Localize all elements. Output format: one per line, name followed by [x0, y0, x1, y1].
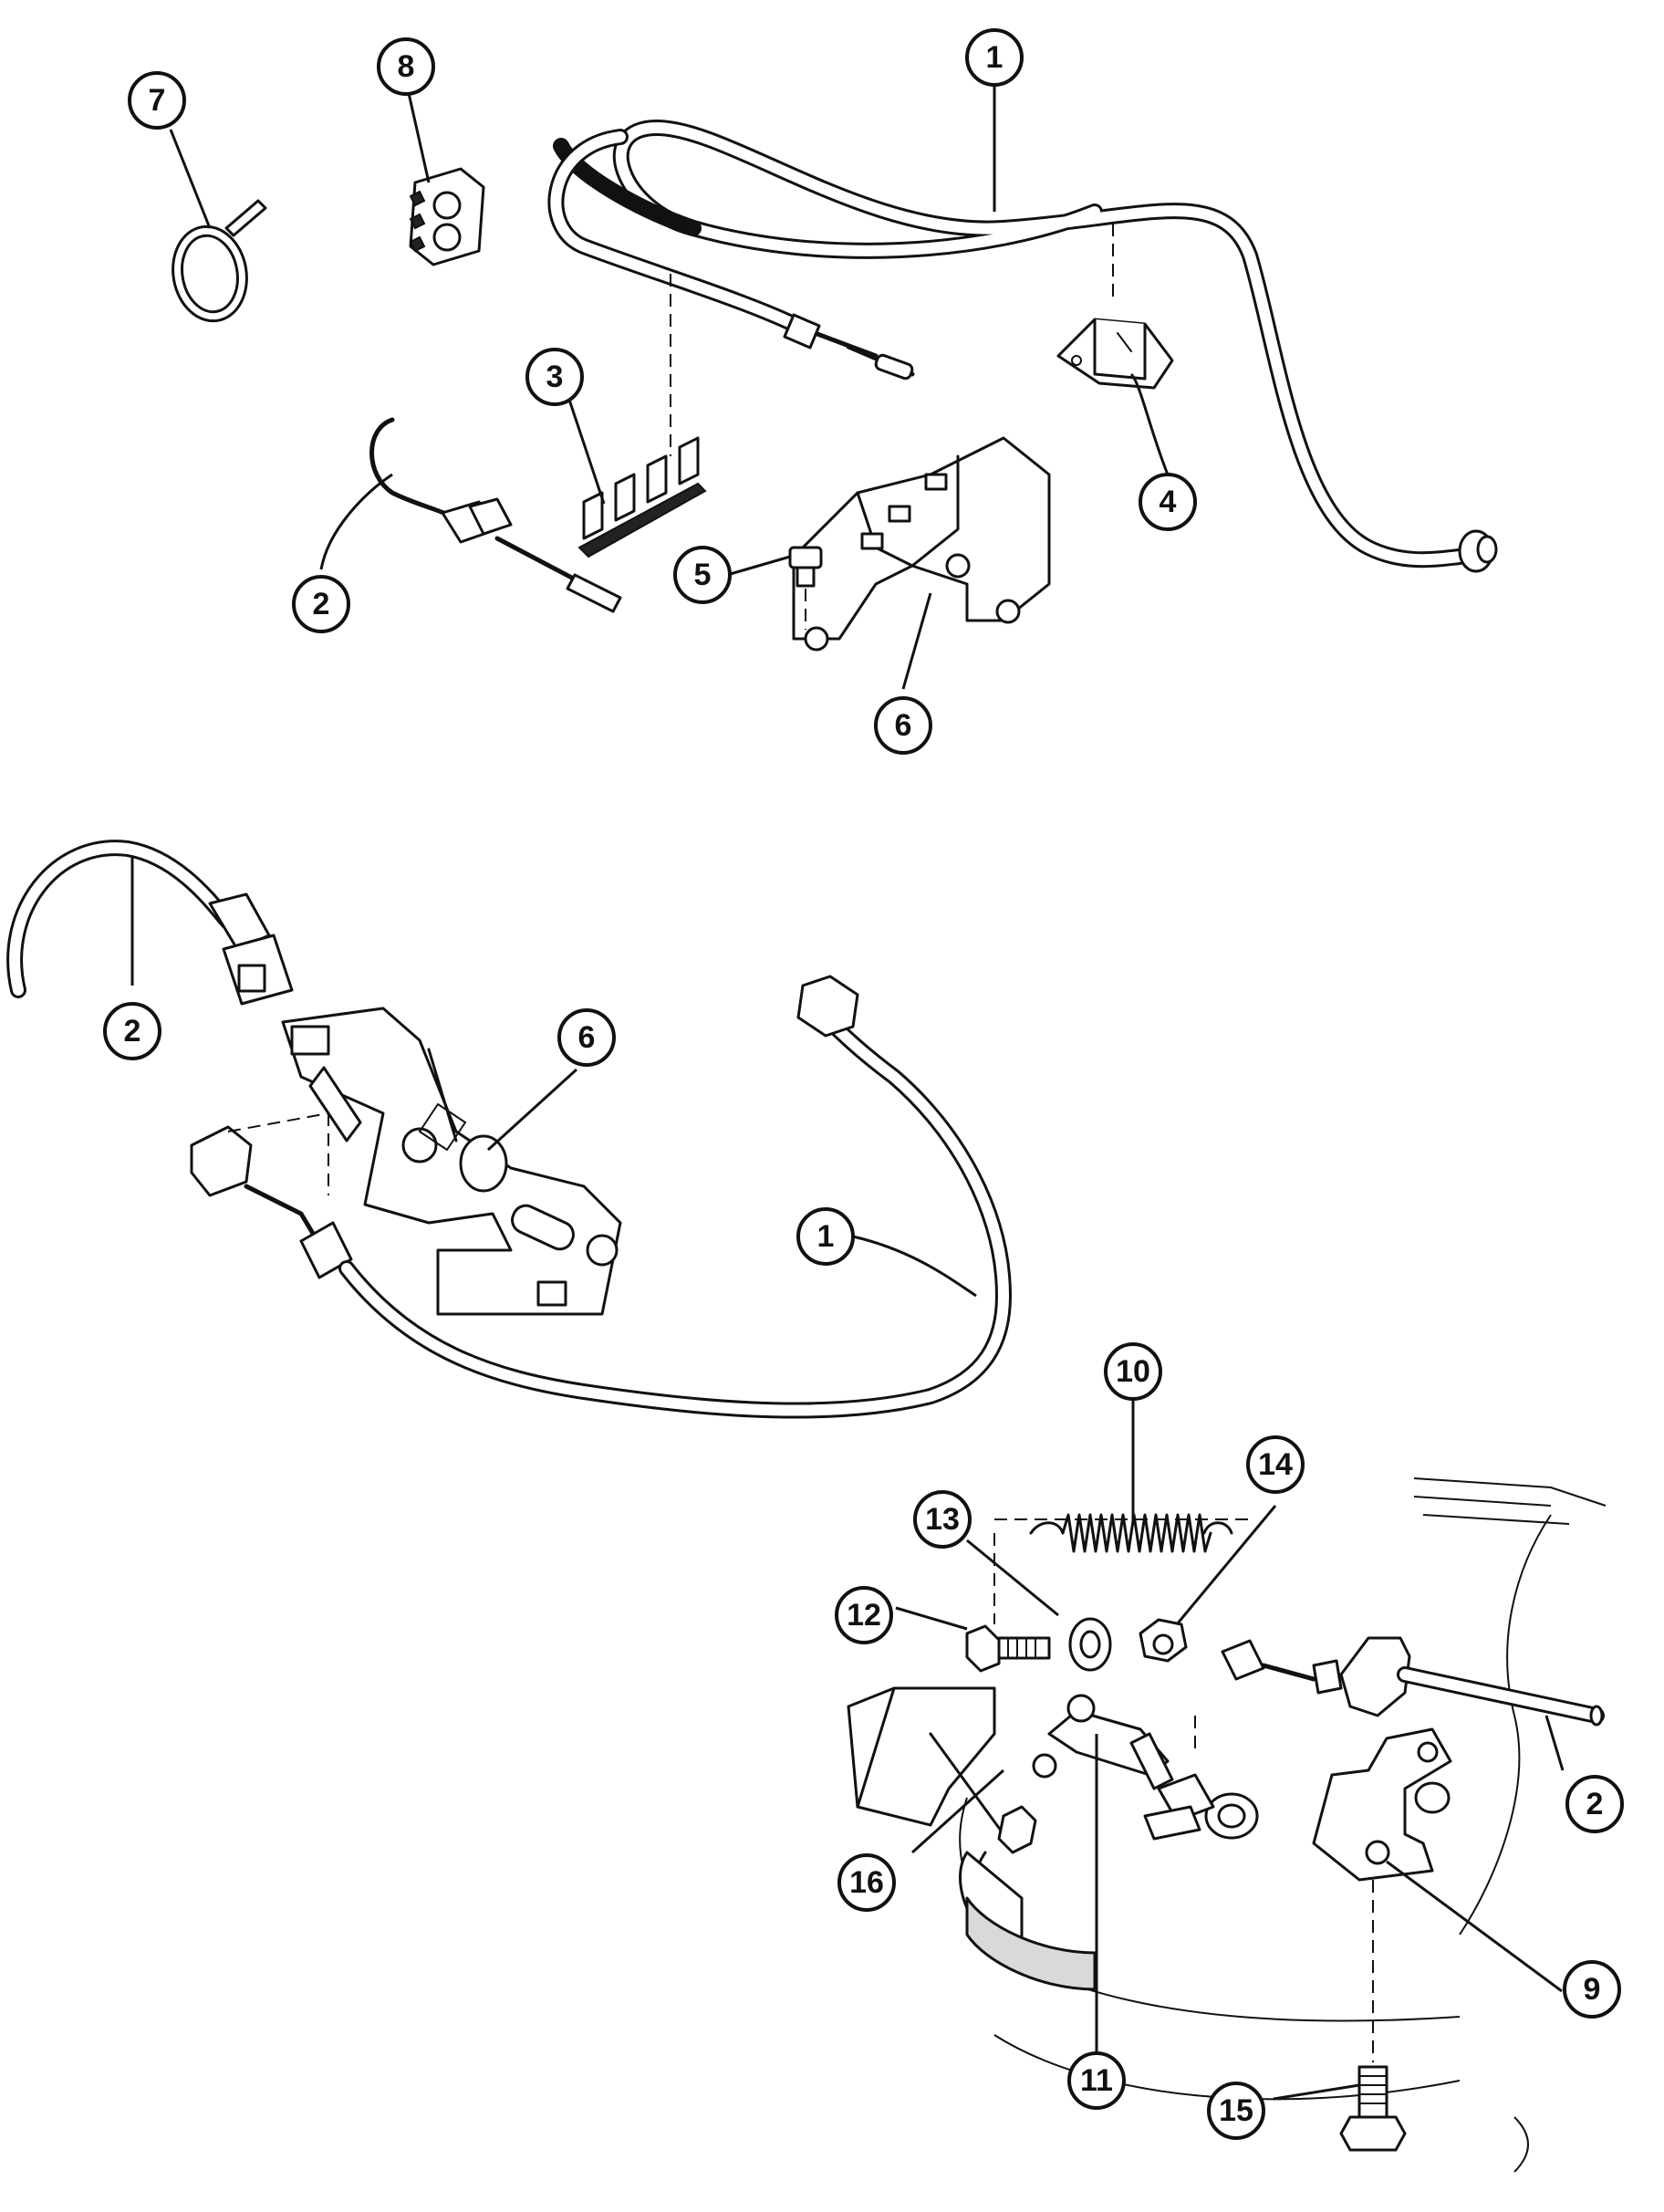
svg-text:16: 16: [849, 1865, 884, 1900]
part-12-bolt: [965, 1624, 1051, 1673]
callout-7: 7: [128, 71, 186, 130]
part-4-bracket: [1056, 318, 1174, 390]
svg-text:2: 2: [313, 587, 330, 621]
svg-text:15: 15: [1219, 2093, 1253, 2128]
svg-text:12: 12: [847, 1598, 881, 1633]
svg-text:13: 13: [925, 1502, 960, 1537]
part-5-bolt: [788, 546, 823, 630]
callout-9: 9: [1563, 1960, 1621, 2019]
part-6-bracket-top: [792, 436, 1051, 652]
svg-text:6: 6: [578, 1020, 596, 1055]
callouts: 1 2 3 4 5 6 7 8 2 6 1 10 13 14 12 2 16 9…: [103, 28, 1624, 2140]
cable-2-bottom: [1221, 1636, 1605, 1727]
callout-6-top: 6: [874, 696, 932, 755]
callout-2-top: 2: [292, 575, 350, 633]
callout-8: 8: [377, 37, 435, 96]
bottom-view: [847, 1477, 1607, 2173]
part-7-tie-strap: [172, 199, 267, 323]
svg-text:9: 9: [1584, 1972, 1601, 2007]
part-6-bracket-middle: [281, 1007, 622, 1316]
callout-3: 3: [525, 348, 584, 406]
callout-13: 13: [913, 1490, 972, 1549]
leader-lines: [130, 84, 1565, 2101]
callout-6-middle: 6: [557, 1008, 616, 1067]
svg-text:1: 1: [817, 1219, 835, 1254]
part-15-bolt: [1339, 2065, 1407, 2152]
svg-text:2: 2: [124, 1014, 141, 1049]
part-13-washer: [1068, 1617, 1112, 1672]
callout-4: 4: [1139, 473, 1197, 531]
callout-16: 16: [837, 1853, 896, 1912]
svg-text:11: 11: [1080, 2063, 1113, 2098]
svg-text:14: 14: [1258, 1447, 1293, 1482]
top-view: [172, 120, 1498, 652]
callout-14: 14: [1246, 1435, 1305, 1494]
callout-5: 5: [673, 546, 732, 604]
middle-view: [6, 840, 1012, 1419]
part-9-bracket: [1312, 1727, 1452, 2062]
svg-text:7: 7: [149, 83, 166, 118]
svg-text:8: 8: [398, 49, 415, 84]
callout-2-bottom: 2: [1565, 1775, 1624, 1833]
svg-text:5: 5: [694, 558, 712, 592]
callout-12: 12: [835, 1586, 893, 1644]
callout-1-top: 1: [965, 28, 1024, 87]
cable-2-middle-lower: [190, 975, 1012, 1419]
callout-2-middle: 2: [103, 1002, 161, 1060]
callout-1-middle: 1: [796, 1207, 855, 1266]
svg-text:10: 10: [1116, 1354, 1150, 1389]
cable-1-top: [547, 120, 1498, 573]
housing-background: [959, 1477, 1607, 2173]
callout-15: 15: [1207, 2082, 1265, 2140]
callout-10: 10: [1104, 1342, 1162, 1401]
part-16-bracket: [847, 1686, 1097, 1991]
part-14-nut: [1139, 1618, 1188, 1663]
part-10-spring: [993, 1513, 1250, 1624]
part-11-lever: [1047, 1694, 1215, 1841]
part-8-clip: [409, 167, 485, 266]
part-3-clip: [577, 436, 707, 558]
svg-text:4: 4: [1160, 485, 1177, 519]
cable-2-middle: [6, 840, 294, 1006]
svg-text:2: 2: [1586, 1787, 1604, 1821]
svg-text:6: 6: [895, 708, 912, 743]
callout-11: 11: [1067, 2051, 1126, 2110]
svg-text:3: 3: [546, 360, 564, 394]
svg-text:1: 1: [986, 40, 1004, 75]
cable-2-top: [369, 417, 622, 613]
